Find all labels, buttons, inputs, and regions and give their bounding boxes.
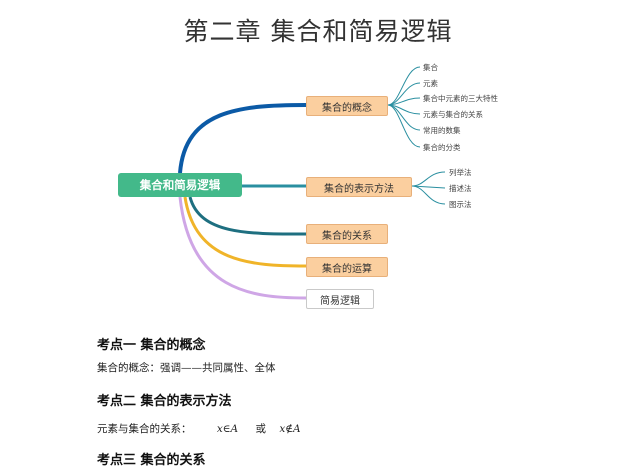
node-relation: 集合的关系 (306, 224, 388, 244)
formula-connector: 或 (255, 423, 266, 435)
section-heading: 考点一 集合的概念 (97, 338, 206, 353)
leaf-representation: 列举法 (449, 168, 472, 177)
branch-line-concept (178, 103, 307, 174)
section-heading: 考点三 集合的关系 (97, 453, 206, 468)
leaf-concept: 元素 (423, 79, 438, 88)
leaf-concept: 集合中元素的三大特性 (423, 94, 498, 103)
section-text: 集合的概念：强调——共同属性、全体 (97, 362, 276, 374)
node-concept: 集合的概念 (306, 96, 388, 116)
mindmap-root: 集合和简易逻辑 (118, 173, 242, 197)
leaf-concept: 集合 (423, 63, 438, 72)
chapter-title: 第二章 集合和简易逻辑 (183, 17, 453, 46)
section-formula-line: 元素与集合的关系： x∈A 或 x∉A (97, 421, 301, 436)
leaf-concept: 常用的数集 (423, 126, 461, 135)
branch-line-relation (188, 196, 307, 236)
node-logic: 简易逻辑 (306, 289, 374, 309)
leaf-concept: 元素与集合的关系 (423, 110, 483, 119)
branch-line-logic (178, 196, 307, 300)
leaf-representation: 图示法 (449, 200, 472, 209)
branch-line-operation (183, 196, 307, 268)
leaf-representation: 描述法 (449, 184, 472, 193)
section-heading: 考点二 集合的表示方法 (97, 394, 232, 409)
concept-leaf-lines (387, 66, 421, 148)
leaf-concept: 集合的分类 (423, 143, 461, 152)
formula-in: x∈A (216, 423, 239, 435)
mindmap-connectors (178, 66, 446, 300)
node-operation: 集合的运算 (306, 257, 388, 277)
formula-not-in: x∉A (279, 423, 301, 435)
formula-label: 元素与集合的关系： (97, 423, 192, 435)
representation-leaf-lines (411, 171, 446, 205)
node-representation: 集合的表示方法 (306, 177, 412, 197)
